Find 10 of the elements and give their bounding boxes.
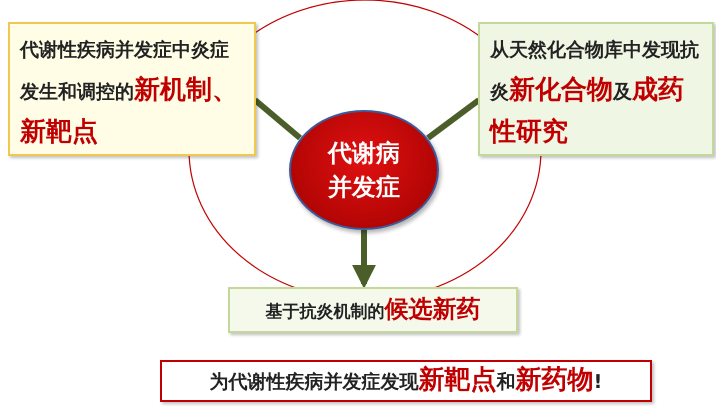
box-text: 为代谢性疾病并发症发现新靶点和新药物! [210, 364, 602, 397]
banner-box [160, 360, 652, 402]
text-box [228, 287, 518, 333]
box-text: 基于抗炎机制的候选新药 [266, 294, 480, 324]
connector [352, 230, 376, 289]
center-label: 代谢病并发症 [326, 138, 401, 203]
text-box [478, 22, 714, 156]
box-text: 从天然化合物库中发现抗炎新化合物及成药性研究 [490, 38, 700, 149]
text-box [8, 22, 256, 156]
box-text: 代谢性疾病并发症中炎症发生和调控的新机制、新靶点 [20, 38, 239, 149]
